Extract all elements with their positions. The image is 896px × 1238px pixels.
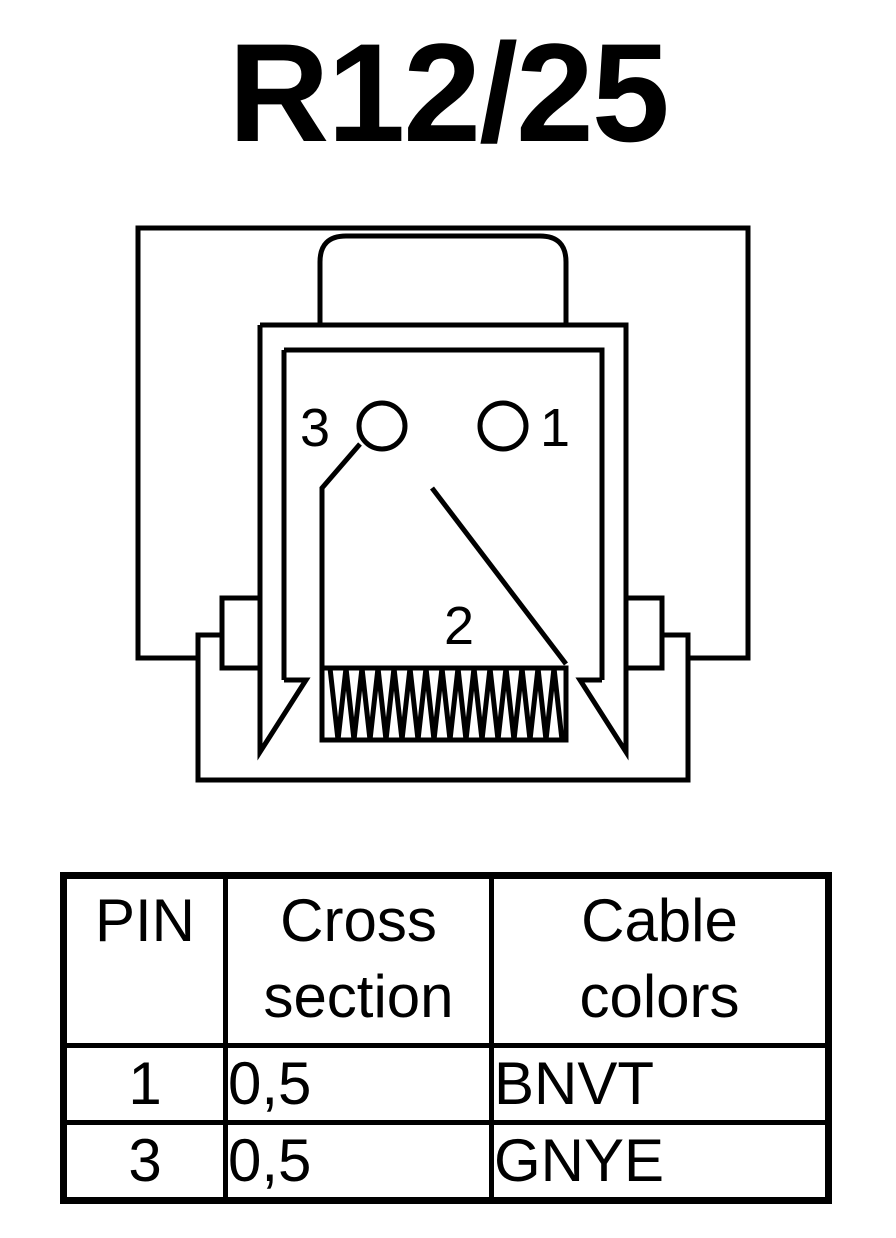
cell-cross-section: 0,5 xyxy=(223,1120,494,1203)
left-latch xyxy=(257,650,311,761)
header-cable-colors: Cable colors xyxy=(489,873,831,1048)
right-latch xyxy=(575,650,629,761)
outer-housing xyxy=(135,225,751,661)
pin-label-1: 1 xyxy=(540,398,570,458)
table-header-row: PIN Cross section Cable colors xyxy=(61,873,831,1048)
cell-cable-color: BNVT xyxy=(489,1043,831,1125)
pin-table: PIN Cross section Cable colors 1 0,5 BNV… xyxy=(60,872,832,1204)
header-cross-line1: Cross xyxy=(280,887,437,954)
pin-label-2: 2 xyxy=(444,596,474,656)
header-cross-line2: section xyxy=(263,963,454,1030)
header-cable-line2: colors xyxy=(579,963,740,1030)
left-side-tab xyxy=(219,595,263,671)
cell-pin: 1 xyxy=(61,1043,228,1125)
pin-2-wire xyxy=(430,486,568,666)
table-row: 3 0,5 GNYE xyxy=(61,1120,831,1203)
header-pin-label: PIN xyxy=(94,887,196,954)
top-tab xyxy=(317,233,569,325)
table-row: 1 0,5 BNVT xyxy=(61,1043,831,1125)
right-side-tab xyxy=(623,595,665,671)
diagram-title: R12/25 xyxy=(228,14,669,171)
pin-1-contact xyxy=(477,400,529,452)
header-pin: PIN xyxy=(61,873,228,1048)
plug-outer-frame xyxy=(260,322,629,650)
header-cable-line1: Cable xyxy=(581,887,738,954)
cell-pin: 3 xyxy=(61,1120,228,1203)
base-tray xyxy=(195,632,691,783)
cell-cable-color: GNYE xyxy=(489,1120,831,1203)
spring-contact xyxy=(319,665,569,743)
pin-3-contact xyxy=(356,400,408,452)
pin-label-3: 3 xyxy=(300,398,330,458)
pin-3-wire xyxy=(319,442,362,668)
plug-inner-frame xyxy=(284,347,605,680)
cell-cross-section: 0,5 xyxy=(223,1043,494,1125)
header-cross-section: Cross section xyxy=(223,873,494,1048)
